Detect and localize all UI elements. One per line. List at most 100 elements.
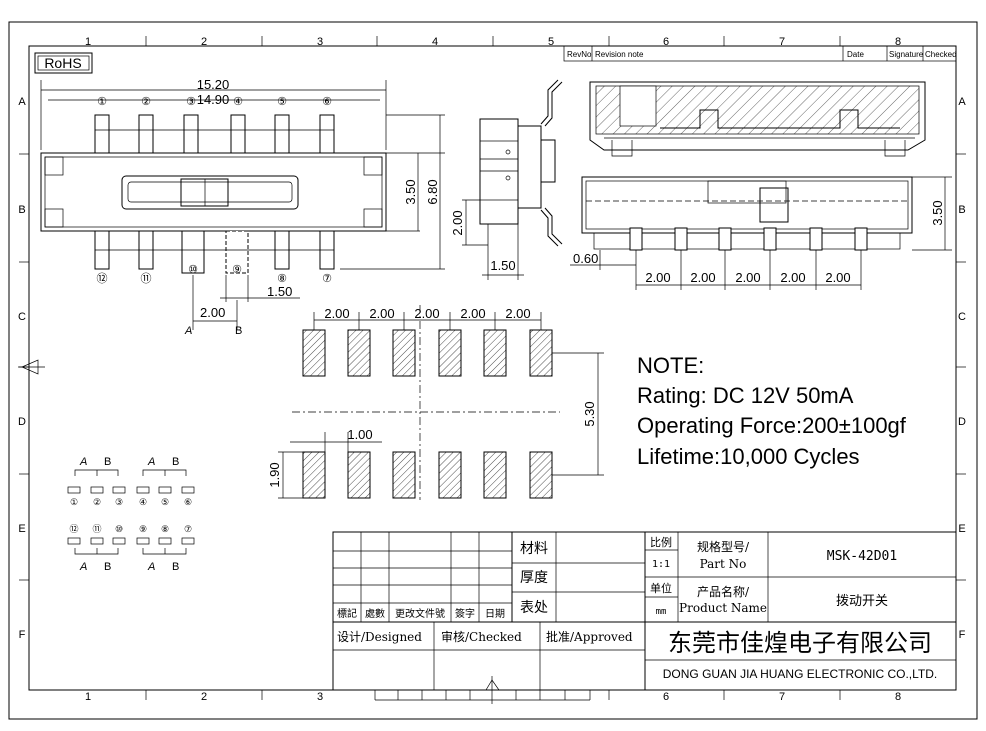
svg-text:C: C	[958, 311, 966, 323]
rohs-label: RoHS	[44, 55, 81, 71]
company-name-cn: 东莞市佳煌电子有限公司	[668, 629, 932, 657]
unit-label: 单位	[650, 581, 672, 595]
pin-number: ④	[233, 96, 243, 108]
col-label: 2	[201, 36, 207, 48]
dim-pin-width: 1.50	[267, 284, 292, 299]
svg-text:B: B	[104, 561, 111, 573]
part-no-label-cn: 规格型号/	[697, 539, 750, 554]
unit-value: mm	[656, 607, 667, 617]
outer-frame	[8, 21, 978, 720]
svg-text:A: A	[147, 456, 155, 468]
dim-pitch: 2.00	[200, 305, 225, 320]
col-label: 6	[663, 691, 669, 703]
col-label: 7	[779, 691, 785, 703]
svg-text:E: E	[958, 523, 965, 535]
svg-text:Date: Date	[847, 50, 864, 59]
col-label: 3	[317, 691, 323, 703]
svg-text:RevNo: RevNo	[567, 50, 592, 59]
pin-number: ⑪	[141, 272, 152, 285]
svg-text:⑩: ⑩	[115, 524, 123, 534]
svg-text:⑤: ⑤	[161, 497, 169, 507]
pin-number: ⑨	[232, 264, 242, 276]
section-view	[589, 81, 926, 157]
pin-number: ⑤	[277, 96, 287, 108]
svg-text:F: F	[19, 629, 26, 641]
col-label: 2	[201, 691, 207, 703]
svg-text:②: ②	[93, 497, 101, 507]
scale-label: 比例	[650, 535, 672, 549]
svg-text:D: D	[18, 416, 26, 428]
designed-label: 设计/Designed	[337, 630, 422, 644]
dim-body-height: 3.50	[403, 179, 418, 204]
col-label: 6	[663, 36, 669, 48]
svg-text:A: A	[18, 96, 26, 108]
svg-text:B: B	[172, 561, 179, 573]
svg-text:A: A	[79, 561, 87, 573]
col-label: 3	[317, 36, 323, 48]
dim-side-width: 1.50	[490, 258, 515, 273]
svg-text:③: ③	[115, 497, 123, 507]
label-b: B	[235, 325, 242, 337]
dim-front-pitch: 2.00	[645, 270, 670, 285]
product-name-label-cn: 产品名称/	[697, 584, 750, 599]
side-view: 2.00 1.50	[450, 79, 563, 280]
dim-front-pitch: 2.00	[780, 270, 805, 285]
product-name-label-en: Product Name	[679, 601, 767, 615]
schematic: A B A B ① ② ③ ④ ⑤ ⑥ ⑫ ⑪ ⑩ ⑨ ⑧ ⑦ A B A B	[67, 456, 195, 573]
product-name-value: 拨动开关	[836, 594, 888, 609]
company-name-en: DONG GUAN JIA HUANG ELECTRONIC CO.,LTD.	[663, 667, 937, 681]
svg-text:E: E	[18, 523, 25, 535]
pin-number: ⑦	[322, 273, 332, 285]
surface-label: 表处	[520, 600, 548, 616]
svg-text:⑦: ⑦	[184, 524, 192, 534]
dim-overall-height: 6.80	[425, 179, 440, 204]
dim-pad-pitch: 2.00	[369, 306, 394, 321]
label-a: A	[184, 325, 192, 337]
svg-text:⑫: ⑫	[69, 524, 78, 534]
svg-text:B: B	[18, 204, 25, 216]
svg-text:處數: 處數	[365, 607, 385, 620]
revision-header: RevNo Revision note Date Signature Check…	[563, 45, 957, 62]
svg-text:日期: 日期	[485, 608, 505, 620]
svg-text:⑧: ⑧	[161, 524, 169, 534]
svg-text:A: A	[958, 96, 966, 108]
note-block: NOTE: Rating: DC 12V 50mA Operating Forc…	[637, 353, 907, 469]
scale-value: 1:1	[652, 559, 670, 570]
part-no-value: MSK-42D01	[827, 549, 897, 564]
checked-label: 审核/Checked	[441, 629, 522, 644]
dim-row-span: 5.30	[582, 401, 597, 426]
dim-overall-length: 15.20	[197, 77, 230, 92]
svg-text:B: B	[104, 456, 111, 468]
note-force: Operating Force:200±100gf	[637, 413, 907, 438]
dim-pad-pitch: 2.00	[324, 306, 349, 321]
svg-text:Checked: Checked	[925, 50, 957, 59]
part-no-label-en: Part No	[700, 557, 747, 571]
svg-text:Revision note: Revision note	[595, 50, 644, 59]
material-label: 材料	[520, 541, 548, 557]
col-label: 5	[548, 36, 554, 48]
col-label: 7	[779, 36, 785, 48]
pin-number: ②	[141, 96, 151, 108]
note-lifetime: Lifetime:10,000 Cycles	[637, 444, 860, 469]
approved-label: 批准/Approved	[546, 629, 633, 644]
note-rating: Rating: DC 12V 50mA	[637, 383, 854, 408]
pad-layout: 2.00 2.00 2.00 2.00 2.00 5.30 1.00 1.90	[267, 305, 604, 500]
svg-text:標記: 標記	[337, 607, 357, 620]
svg-text:⑥: ⑥	[184, 497, 192, 507]
svg-text:F: F	[959, 629, 966, 641]
column-labels-top: 1 2 3 4 5 6 7 8	[85, 36, 901, 48]
pin-number: ①	[97, 96, 107, 108]
svg-text:D: D	[958, 416, 966, 428]
dim-front-pitch: 2.00	[825, 270, 850, 285]
dim-inner-length: 14.90	[197, 92, 230, 107]
svg-text:B: B	[172, 456, 179, 468]
col-label: 1	[85, 36, 91, 48]
thickness-label: 厚度	[520, 570, 548, 586]
dim-front-pitch: 2.00	[735, 270, 760, 285]
pin-number: ⑥	[322, 96, 332, 108]
svg-text:⑨: ⑨	[139, 524, 147, 534]
svg-text:A: A	[79, 456, 87, 468]
col-label: 8	[895, 36, 901, 48]
pin-number: ⑩	[188, 264, 198, 276]
rohs-badge	[34, 52, 93, 74]
